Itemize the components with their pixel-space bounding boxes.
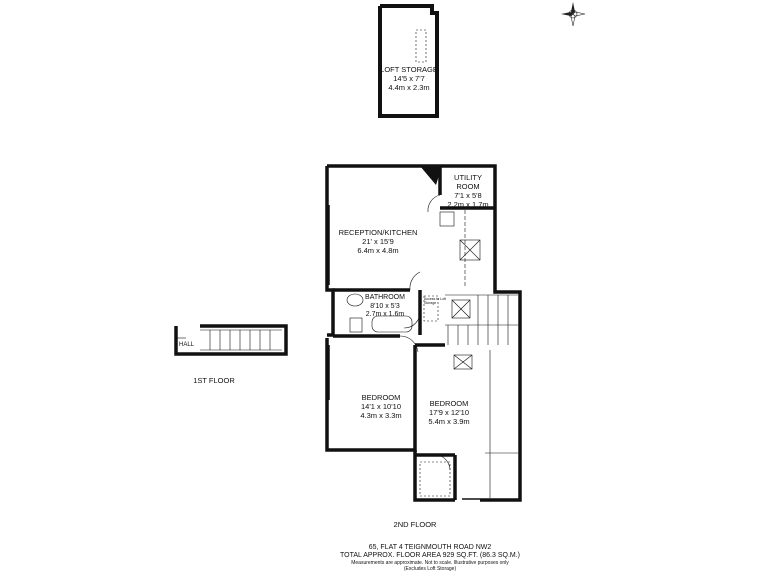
room-size-metric: 2.2m x 1.7m: [447, 200, 489, 209]
first-floor-hall-walls: [174, 324, 288, 356]
room-name: BATHROOM: [365, 294, 405, 301]
note-line: Storage: [424, 301, 437, 305]
room-size-metric: 4.4m x 2.3m: [388, 83, 430, 92]
room-size-imperial: 8'10 x 5'3: [370, 302, 400, 310]
room-size-imperial: 21' x 15'9: [362, 237, 394, 246]
excludes-note: (Excludes Loft Storage): [403, 566, 457, 572]
room-name: BEDROOM: [429, 399, 469, 408]
bathroom-label: BATHROOM 8'10 x 5'3 2.7m x 1.6m: [365, 294, 405, 320]
room-name: RECEPTION/KITCHEN: [338, 228, 418, 237]
room-size-imperial: 14'1 x 10'10: [361, 402, 401, 411]
room-name: UTILITY: [454, 173, 482, 182]
loft-storage-walls: [378, 4, 439, 118]
room-size-imperial: 7'1 x 5'8: [454, 191, 482, 200]
room-name: BEDROOM: [361, 393, 401, 402]
room-name: LOFT STORAGE: [380, 65, 438, 74]
room-size-metric: 6.4m x 4.8m: [357, 246, 399, 255]
compass-rose-icon: [561, 2, 586, 27]
room-name-line2: ROOM: [456, 182, 480, 191]
reception-kitchen-label: RECEPTION/KITCHEN 21' x 15'9 6.4m x 4.8m: [339, 228, 418, 255]
loft-storage-label: LOFT STORAGE 14'5 x 7'7 4.4m x 2.3m: [380, 65, 438, 92]
room-size-metric: 2.7m x 1.6m: [365, 311, 405, 318]
note-line: Access to Loft: [424, 297, 446, 301]
room-size-metric: 5.4m x 3.9m: [428, 417, 470, 426]
loft-access-note: Access to Loft Storage: [424, 297, 446, 305]
footer: 65, FLAT 4 TEIGNMOUTH ROAD NW2 TOTAL APP…: [340, 544, 520, 572]
address: 65, FLAT 4 TEIGNMOUTH ROAD NW2: [368, 544, 492, 551]
second-floor-walls: [325, 164, 522, 502]
room-size-imperial: 17'9 x 12'10: [429, 408, 469, 417]
bedroom-2-label: BEDROOM 17'9 x 12'10 5.4m x 3.9m: [428, 399, 469, 426]
first-floor-label: 1ST FLOOR: [193, 376, 235, 385]
chimney-breast: [420, 166, 442, 185]
second-floor-fixtures: [328, 194, 518, 500]
disclaimer: Measurements are approximate. Not to sca…: [351, 560, 509, 566]
room-size-imperial: 14'5 x 7'7: [393, 74, 425, 83]
utility-room-label: UTILITY ROOM 7'1 x 5'8 2.2m x 1.7m: [447, 173, 488, 209]
bedroom-1-label: BEDROOM 14'1 x 10'10 4.3m x 3.3m: [360, 393, 401, 420]
hall-label: HALL: [179, 342, 195, 348]
second-floor-label: 2ND FLOOR: [393, 520, 437, 529]
total-area: TOTAL APPROX. FLOOR AREA 929 SQ.FT. (86.…: [340, 552, 520, 559]
room-size-metric: 4.3m x 3.3m: [360, 411, 402, 420]
